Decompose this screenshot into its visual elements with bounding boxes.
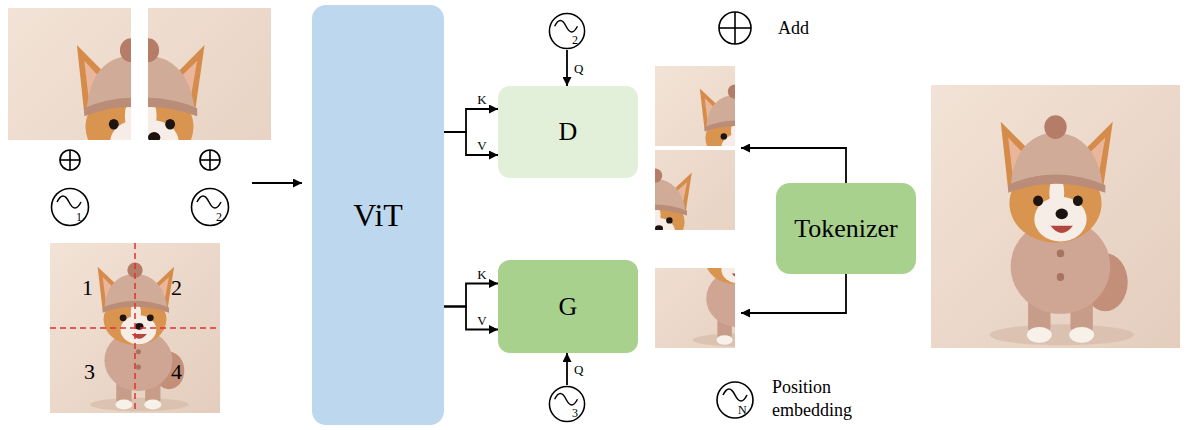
embedding-index: 2	[572, 34, 578, 46]
edge-label: Q	[574, 62, 583, 75]
embedding-index: 2	[216, 211, 222, 223]
quadrant-number: 4	[171, 361, 182, 383]
module-label: D	[559, 117, 578, 147]
position-embedding: 3	[548, 385, 586, 423]
circle-outline	[190, 187, 230, 227]
connector-arrow	[444, 109, 498, 132]
edge-label: K	[477, 93, 486, 106]
circle-outline	[548, 385, 586, 423]
position-index: N	[738, 404, 747, 416]
quadrant-number: 2	[171, 277, 182, 299]
connector-arrow	[566, 50, 568, 86]
circle-outline	[50, 187, 90, 227]
embedding-index: 3	[572, 407, 578, 419]
edge-label: Q	[574, 363, 583, 376]
legend-text: Add	[778, 17, 809, 40]
connector-arrow	[444, 132, 498, 155]
discriminator-box: D	[498, 86, 638, 178]
position-embedding: 1	[50, 187, 90, 227]
circle-outline	[548, 12, 586, 50]
embedding-index: 1	[76, 211, 82, 223]
edge-label: V	[477, 139, 486, 152]
vit-block: ViT	[312, 5, 444, 425]
module-label: ViT	[353, 197, 403, 234]
edge-label: K	[477, 268, 486, 281]
connector-arrow	[444, 307, 498, 330]
quadrant-number: 3	[84, 361, 95, 383]
quadrant-number: 1	[82, 277, 93, 299]
position-embedding: 2	[190, 187, 230, 227]
tokenizer-box: Tokenizer	[776, 183, 916, 274]
generator-box: G	[498, 260, 638, 353]
edge-label: V	[477, 314, 486, 327]
module-label: G	[559, 292, 578, 322]
legend-text: Position embedding	[772, 376, 872, 423]
connector-arrow	[444, 284, 498, 307]
position-embedding: 2	[548, 12, 586, 50]
module-label: Tokenizer	[794, 214, 898, 244]
connector-arrow	[566, 353, 568, 385]
